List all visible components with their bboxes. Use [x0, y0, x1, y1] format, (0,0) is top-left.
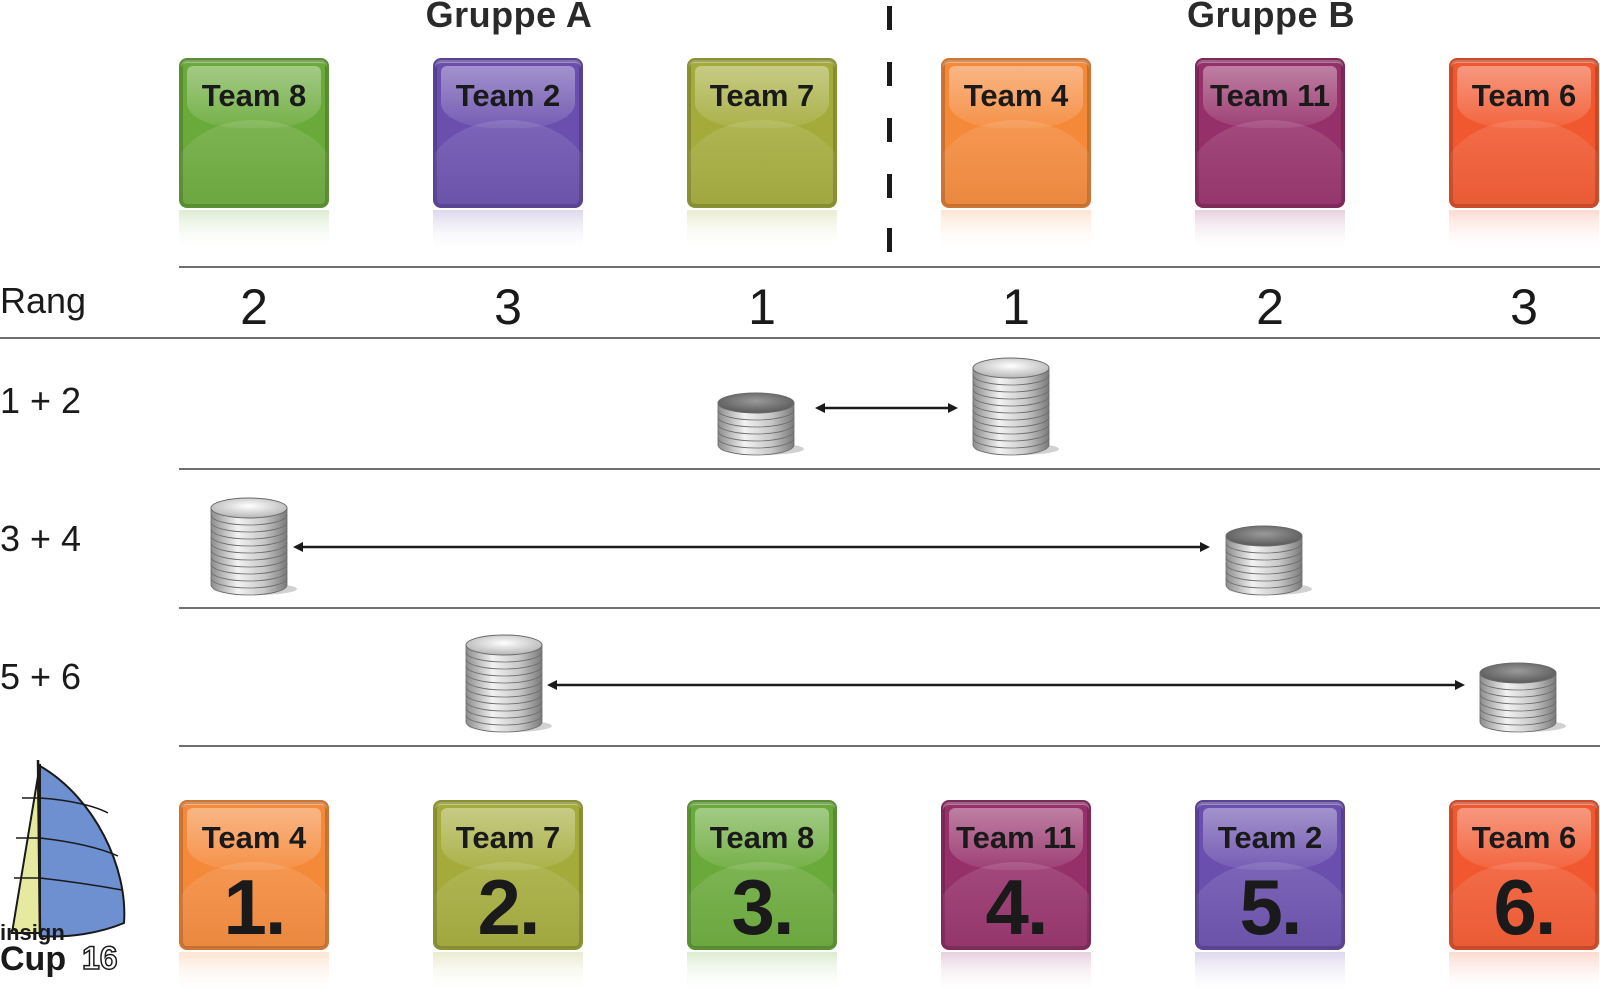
- place-number: 6.: [1493, 863, 1556, 950]
- group-a-title: Gruppe A: [425, 0, 593, 35]
- standing-card: Team 7 2.: [433, 800, 583, 950]
- rank-bottom-rule: [0, 337, 1600, 339]
- team-reflection: [433, 210, 583, 252]
- team-card: Team 8: [179, 58, 329, 208]
- rank-top-rule: [179, 266, 1600, 268]
- team-name: Team 11: [955, 820, 1077, 855]
- team-reflection: [687, 952, 837, 994]
- match-rule-3: [179, 745, 1600, 747]
- place-number: 3.: [731, 863, 794, 950]
- coin-stack-large: [210, 497, 297, 596]
- team-reflection: [1449, 952, 1599, 994]
- team-name: Team 7: [455, 820, 561, 855]
- team-card: Team 7: [687, 58, 837, 208]
- coin-stack-small: [1225, 525, 1312, 596]
- team-card: Team 2: [433, 58, 583, 208]
- match-label: 1 + 2: [0, 380, 82, 421]
- team-reflection: [941, 952, 1091, 994]
- logo-text-bottom: Cup: [0, 940, 67, 978]
- team-name: Team 7: [709, 78, 815, 113]
- insign-cup-logo: [10, 759, 126, 938]
- team-reflection: [179, 952, 329, 994]
- standing-card: Team 6 6.: [1449, 800, 1599, 950]
- team-name: Team 6: [1471, 78, 1577, 113]
- team-name: Team 11: [1209, 78, 1331, 113]
- team-card: Team 4: [941, 58, 1091, 208]
- team-reflection: [1195, 210, 1345, 252]
- standing-card: Team 8 3.: [687, 800, 837, 950]
- logo-year: 16: [81, 939, 118, 977]
- rank-value: 1: [1002, 279, 1030, 335]
- team-reflection: [687, 210, 837, 252]
- logo-text-top: insign: [0, 920, 65, 945]
- team-name: Team 4: [201, 820, 307, 855]
- place-number: 1.: [223, 863, 286, 950]
- coin-stack-small: [717, 392, 804, 456]
- standing-card: Team 11 4.: [941, 800, 1091, 950]
- rank-label: Rang: [0, 280, 87, 321]
- team-reflection: [1195, 952, 1345, 994]
- team-name: Team 4: [963, 78, 1069, 113]
- place-number: 2.: [477, 863, 540, 950]
- team-name: Team 2: [1217, 820, 1323, 855]
- match-label: 5 + 6: [0, 656, 82, 697]
- place-number: 4.: [985, 863, 1048, 950]
- team-reflection: [941, 210, 1091, 252]
- team-name: Team 8: [709, 820, 815, 855]
- team-reflection: [1449, 210, 1599, 252]
- coin-stack-large: [972, 357, 1059, 456]
- rank-value: 3: [494, 279, 522, 335]
- rank-value: 1: [748, 279, 776, 335]
- match-rule-1: [179, 468, 1600, 470]
- team-card: Team 11: [1195, 58, 1345, 208]
- place-number: 5.: [1239, 863, 1302, 950]
- team-name: Team 6: [1471, 820, 1577, 855]
- standing-card: Team 4 1.: [179, 800, 329, 950]
- team-name: Team 2: [455, 78, 561, 113]
- team-reflection: [433, 952, 583, 994]
- coin-stack-small: [1479, 662, 1566, 733]
- coin-stack-large: [465, 634, 552, 733]
- rank-value: 2: [1256, 279, 1284, 335]
- rank-value: 3: [1510, 279, 1538, 335]
- rank-value: 2: [240, 279, 268, 335]
- team-reflection: [179, 210, 329, 252]
- group-b-title: Gruppe B: [1186, 0, 1356, 35]
- match-rule-2: [179, 607, 1600, 609]
- match-label: 3 + 4: [0, 518, 82, 559]
- team-card: Team 6: [1449, 58, 1599, 208]
- team-name: Team 8: [201, 78, 307, 113]
- standing-card: Team 2 5.: [1195, 800, 1345, 950]
